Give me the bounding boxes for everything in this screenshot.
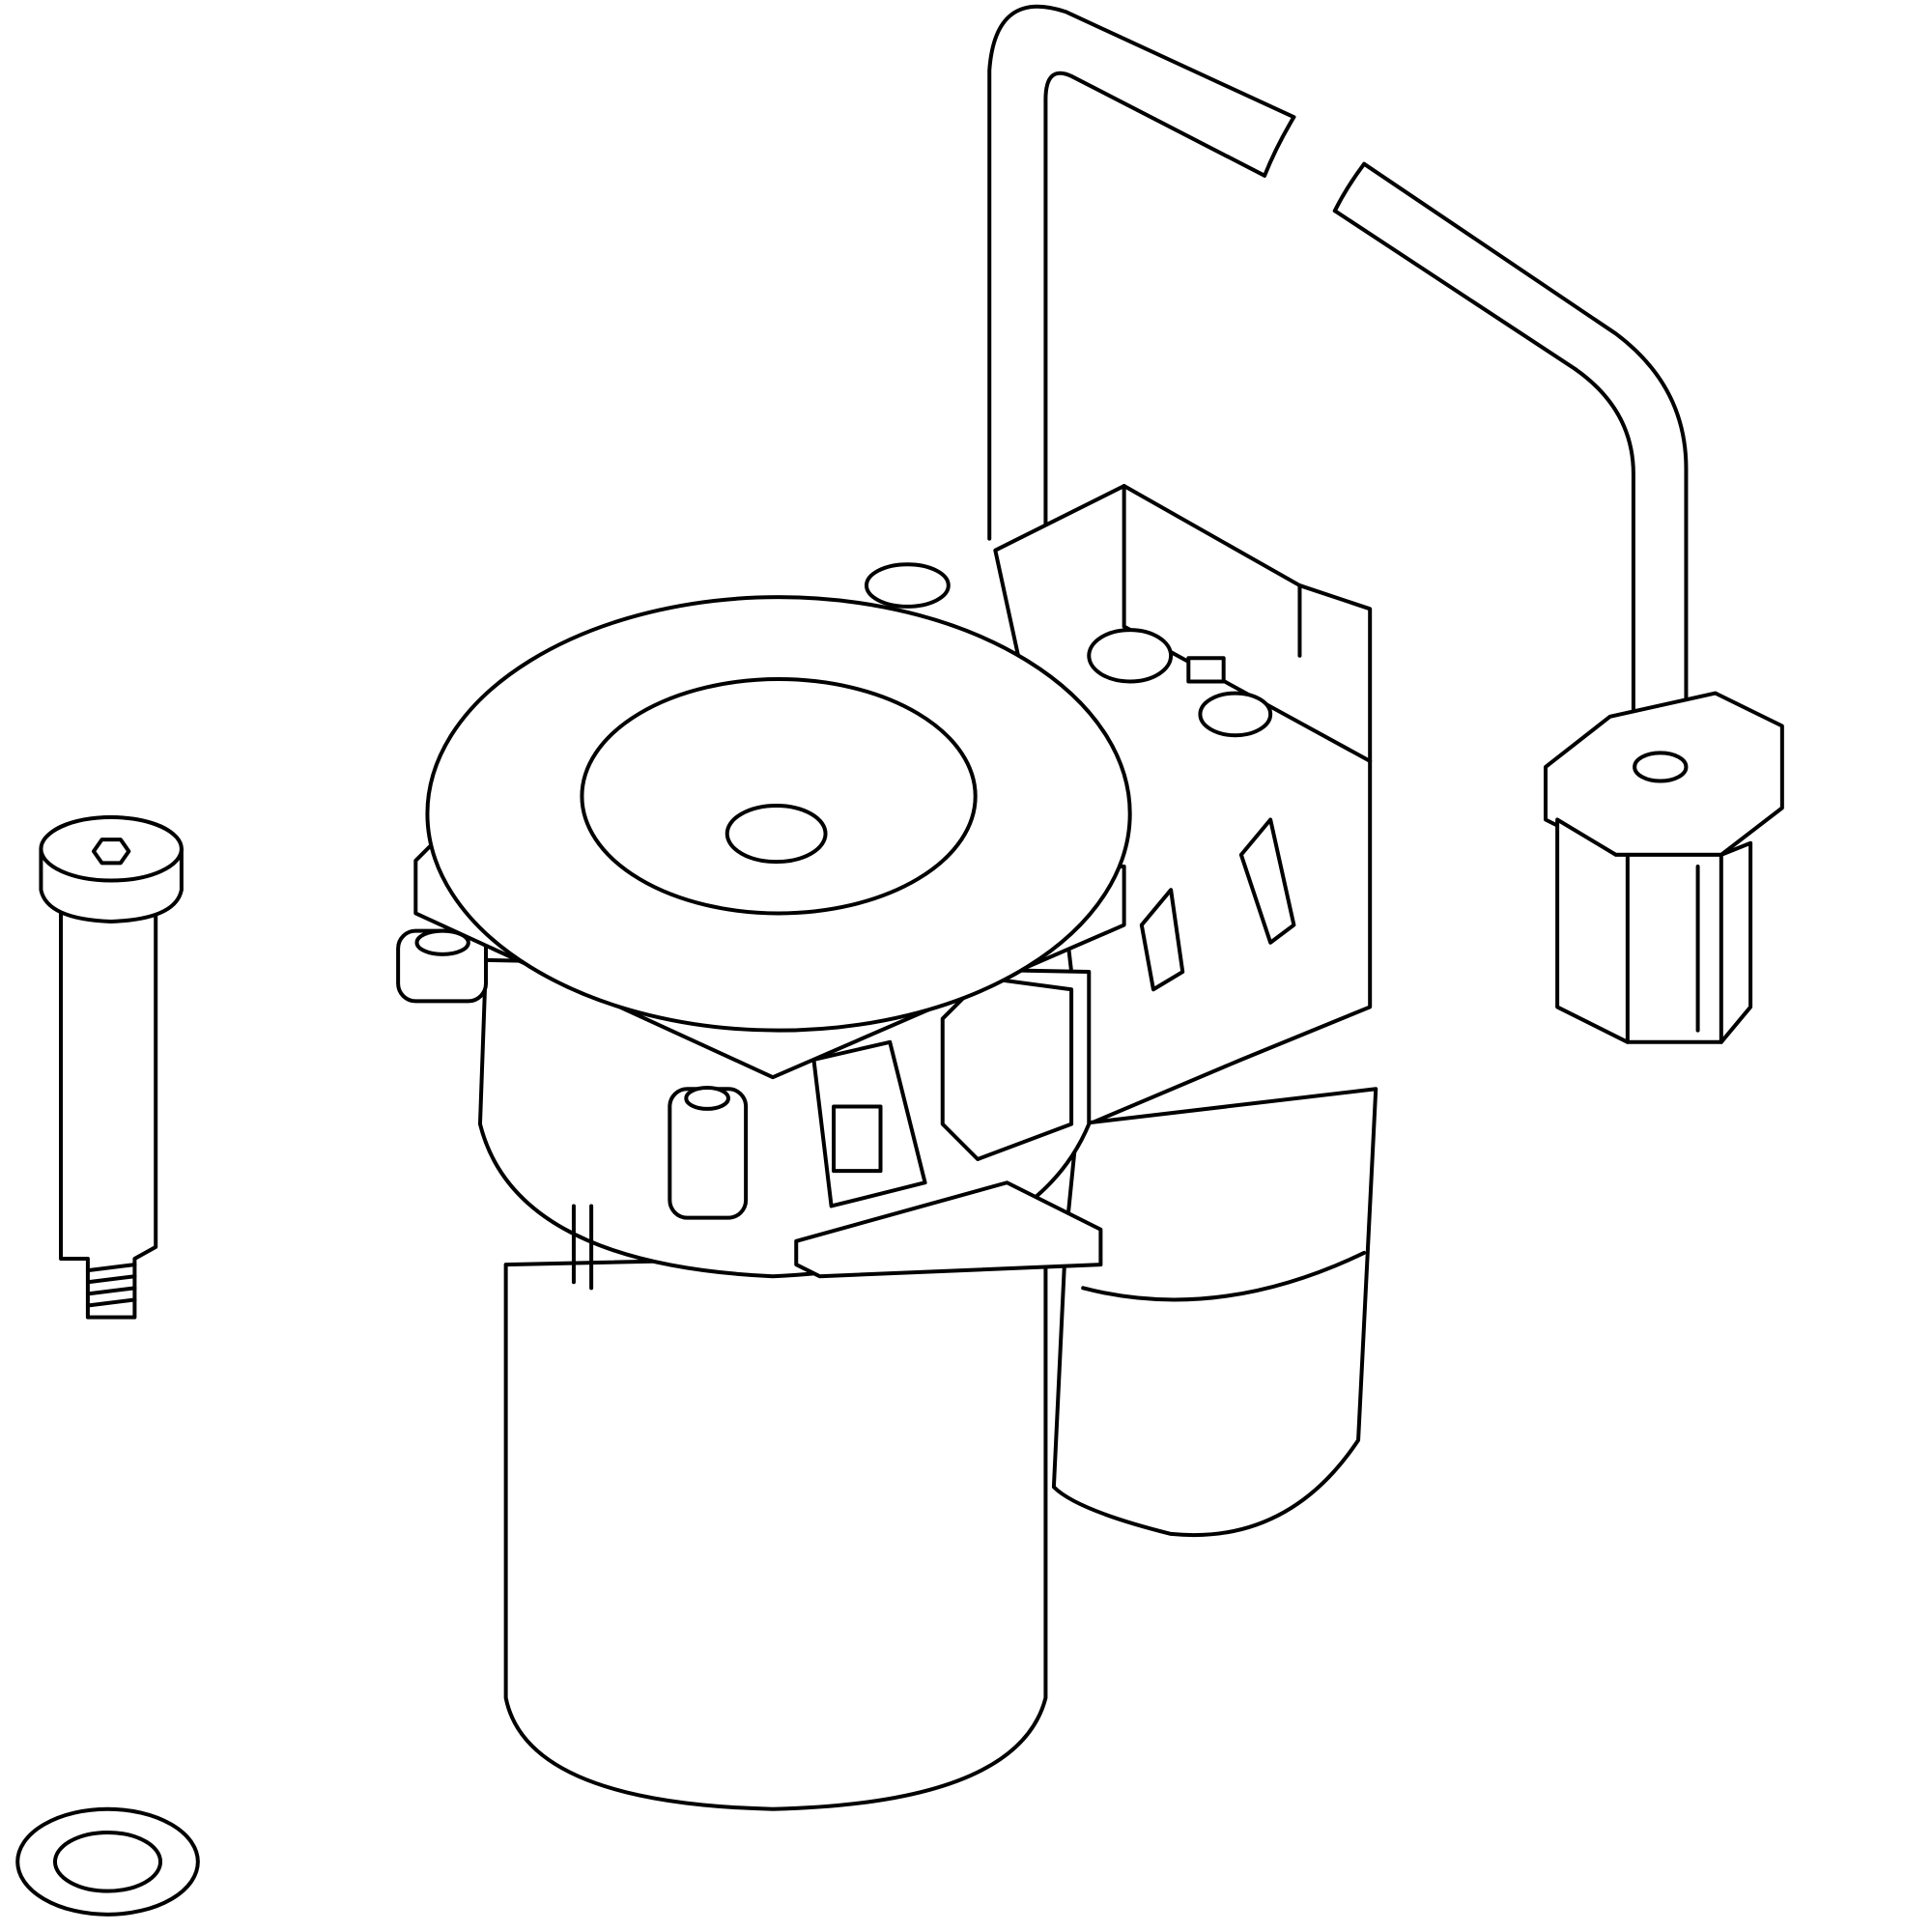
cable <box>989 7 1686 761</box>
cable-connector <box>1546 694 1782 1042</box>
secondary-motor <box>1054 1089 1376 1535</box>
washer <box>17 1809 198 1915</box>
control-housing <box>867 486 1370 1124</box>
main-motor-body <box>398 931 1100 1809</box>
pump-top-disc <box>415 597 1129 1077</box>
shoulder-screw <box>41 817 181 1318</box>
hex-socket-icon <box>94 839 128 863</box>
